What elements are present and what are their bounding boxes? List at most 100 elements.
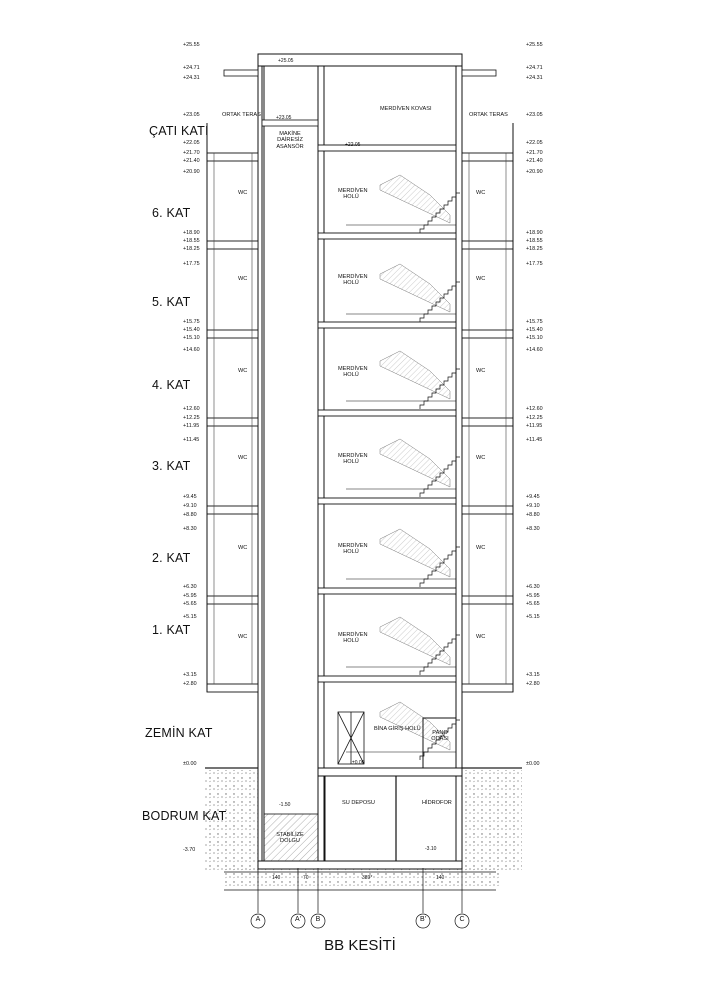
slab-left xyxy=(206,240,259,250)
slab-left xyxy=(206,595,259,605)
room-ortak-teras-right: ORTAK TERAS xyxy=(469,112,508,118)
axis-label-b: B xyxy=(315,916,321,923)
room-merdiven-holu: MERDİVEN HOLÜ xyxy=(338,453,368,466)
dim-389: 389* xyxy=(362,875,373,881)
elevation-right: +21.40 xyxy=(526,158,543,164)
elevation-right: +24.31 xyxy=(526,75,543,81)
elevation-right: +2.80 xyxy=(526,681,540,687)
elevation-left: +17.75 xyxy=(183,261,200,267)
stair-flight xyxy=(346,616,460,675)
floor-label-4: 4. KAT xyxy=(152,378,191,392)
elevation-left: +24.31 xyxy=(183,75,200,81)
elevation-right: +18.25 xyxy=(526,246,543,252)
slab-left xyxy=(206,329,259,339)
elevation-left: +5.95 xyxy=(183,593,197,599)
stair-flight xyxy=(346,263,460,322)
stair-flight xyxy=(346,350,460,409)
elevation-right: +6.30 xyxy=(526,584,540,590)
room-merdiven-holu: MERDİVEN HOLÜ xyxy=(338,274,368,287)
stair-flight xyxy=(346,174,460,233)
elevation-right: +21.70 xyxy=(526,150,543,156)
floor-label-6: 6. KAT xyxy=(152,206,191,220)
elevation-left: +12.25 xyxy=(183,415,200,421)
elevation-right: +15.75 xyxy=(526,319,543,325)
dim-140-right: 140 xyxy=(436,875,445,881)
room-ortak-teras-left: ORTAK TERAS xyxy=(222,112,261,118)
stair-run-upper xyxy=(379,701,451,751)
slab-right xyxy=(461,505,514,515)
elevation-left: +20.90 xyxy=(183,169,200,175)
axis-label-a: A xyxy=(255,916,261,923)
elevation-left: +18.90 xyxy=(183,230,200,236)
level-top: +25.05 xyxy=(278,58,294,64)
elevation-left: +15.40 xyxy=(183,327,200,333)
elevation-left: +5.15 xyxy=(183,614,197,620)
elevation-left: +23.05 xyxy=(183,112,200,118)
elevation-left: +15.75 xyxy=(183,319,200,325)
elevation-left: +12.60 xyxy=(183,406,200,412)
level-makine: +23.05 xyxy=(276,115,292,121)
elevation-left: +6.30 xyxy=(183,584,197,590)
axis-label-b-prime: B' xyxy=(419,916,426,923)
stair-flight xyxy=(346,438,460,497)
room-wc-right: WC xyxy=(476,190,486,196)
room-stabilize: STABİLİZE DOLGU xyxy=(276,832,304,845)
level-zero: ±0.00 xyxy=(352,760,365,766)
slab-core xyxy=(317,144,457,152)
slab-left xyxy=(206,505,259,515)
elevation-right: +8.80 xyxy=(526,512,540,518)
elevation-left: +9.45 xyxy=(183,494,197,500)
slab-left xyxy=(206,417,259,427)
room-wc-right: WC xyxy=(476,276,486,282)
level-stair-top: +22.05 xyxy=(345,142,361,148)
floor-label-1: 1. KAT xyxy=(152,623,191,637)
axis-label-c: C xyxy=(459,916,465,923)
elevation-right: +17.75 xyxy=(526,261,543,267)
stair-run-upper xyxy=(379,174,451,224)
room-hidrofor: HİDROFOR xyxy=(422,800,452,806)
floor-label-3: 3. KAT xyxy=(152,459,191,473)
elevation-right: +12.60 xyxy=(526,406,543,412)
slab-right xyxy=(461,417,514,427)
elevation-left: +25.55 xyxy=(183,42,200,48)
elevation-left: +22.05 xyxy=(183,140,200,146)
slab-right xyxy=(461,152,514,162)
elevation-right: +25.55 xyxy=(526,42,543,48)
room-merdiven-holu: MERDİVEN HOLÜ xyxy=(338,543,368,556)
slab-left xyxy=(206,683,259,693)
pano-room xyxy=(422,717,457,769)
axis-label-a-prime: A' xyxy=(294,916,301,923)
room-wc-right: WC xyxy=(476,545,486,551)
elevation-right: +9.45 xyxy=(526,494,540,500)
elevation-right: +24.71 xyxy=(526,65,543,71)
floor-label-bodrum: BODRUM KAT xyxy=(142,809,227,823)
elevation-left: ±0.00 xyxy=(183,761,197,767)
stair-run-upper xyxy=(379,263,451,313)
stair-run-upper xyxy=(379,528,451,578)
drawing-title: BB KESİTİ xyxy=(324,937,396,954)
room-wc-right: WC xyxy=(476,634,486,640)
elevation-left: +8.80 xyxy=(183,512,197,518)
elevation-right: +12.25 xyxy=(526,415,543,421)
room-wc-left: WC xyxy=(238,368,248,374)
stair-flight xyxy=(346,528,460,587)
elevation-right: +3.15 xyxy=(526,672,540,678)
elevation-left: +11.45 xyxy=(183,437,200,443)
slab-right xyxy=(461,240,514,250)
elevation-right: +8.30 xyxy=(526,526,540,532)
elevation-left: +11.95 xyxy=(183,423,200,429)
room-merdiven-holu: MERDİVEN HOLÜ xyxy=(338,188,368,201)
room-su-deposu: SU DEPOSU xyxy=(342,800,375,806)
elevation-left: +3.15 xyxy=(183,672,197,678)
room-merdiven-kovasi: MERDİVEN KOVASI xyxy=(380,106,432,112)
elevation-left: +18.25 xyxy=(183,246,200,252)
elevation-left: +9.10 xyxy=(183,503,197,509)
dim-70: 70 xyxy=(303,875,309,881)
elevation-left: +18.55 xyxy=(183,238,200,244)
elevation-right: +20.90 xyxy=(526,169,543,175)
floor-label-2: 2. KAT xyxy=(152,551,191,565)
elevation-left: +21.40 xyxy=(183,158,200,164)
room-merdiven-holu: MERDİVEN HOLÜ xyxy=(338,366,368,379)
elevation-right: +5.15 xyxy=(526,614,540,620)
slab-core xyxy=(317,409,457,417)
